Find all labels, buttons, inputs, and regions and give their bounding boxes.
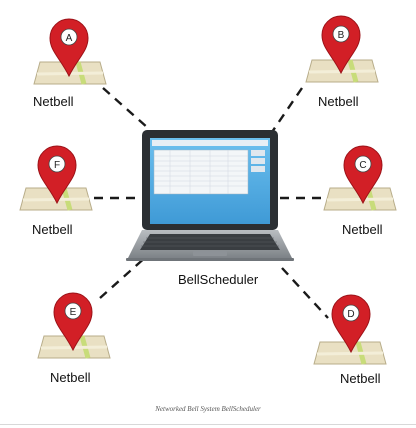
connector-e	[99, 254, 149, 299]
marker-letter: A	[66, 33, 73, 44]
connector-b	[271, 87, 303, 133]
location-pin-icon: D	[331, 294, 371, 354]
server-label: BellScheduler	[178, 272, 259, 287]
netbell-node-a: A	[33, 18, 107, 85]
node-label-f: Netbell	[32, 222, 73, 237]
map-icon	[313, 341, 387, 365]
netbell-node-c: C	[323, 145, 397, 211]
location-pin-icon: C	[343, 145, 383, 205]
marker-letter: F	[54, 160, 60, 171]
location-pin-icon: A	[49, 18, 89, 78]
marker-letter: E	[70, 307, 77, 318]
divider	[0, 424, 416, 425]
network-diagram: A B C	[19, 15, 397, 365]
netbell-node-f: F	[19, 145, 93, 211]
location-pin-icon: B	[321, 15, 361, 75]
location-pin-icon: E	[53, 292, 93, 352]
map-icon	[323, 187, 397, 211]
node-label-a: Netbell	[33, 94, 74, 109]
node-label-d: Netbell	[340, 371, 381, 386]
location-pin-icon: F	[37, 145, 77, 205]
netbell-node-e: E	[37, 292, 111, 359]
node-label-b: Netbell	[318, 94, 359, 109]
netbell-node-b: B	[305, 15, 379, 83]
node-label-e: Netbell	[50, 370, 91, 385]
marker-letter: C	[359, 160, 366, 171]
connector-a	[102, 87, 149, 129]
node-label-c: Netbell	[342, 222, 383, 237]
marker-letter: B	[338, 30, 345, 41]
marker-letter: D	[347, 309, 354, 320]
connector-d	[281, 267, 329, 319]
netbell-node-d: D	[313, 294, 387, 365]
figure-caption: Networked Bell System BellScheduler	[155, 405, 261, 413]
laptop-icon	[126, 130, 294, 261]
connector-lines	[94, 87, 329, 319]
